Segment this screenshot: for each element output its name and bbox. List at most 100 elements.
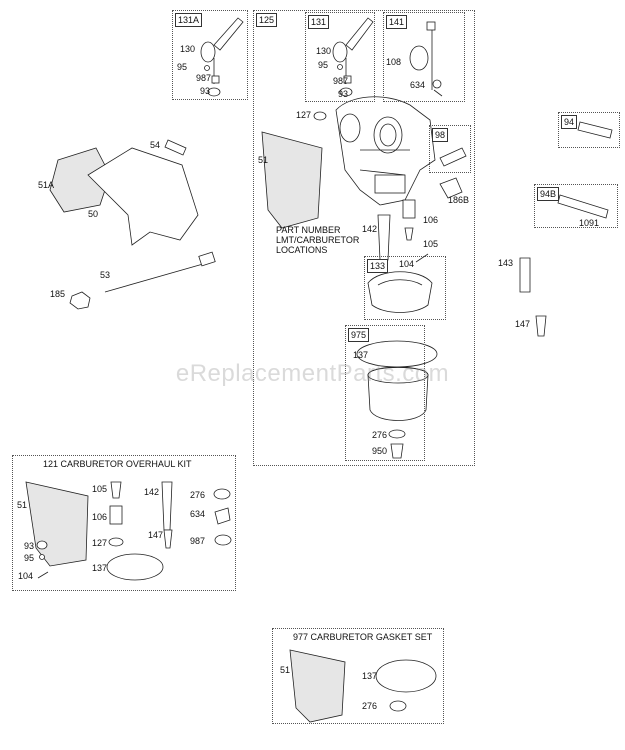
group-tag-975: 975 — [348, 328, 370, 342]
throttle-shaft-131 — [332, 17, 374, 97]
kit-box-overhaul: 121 CARBURETOR OVERHAUL KIT — [12, 455, 236, 591]
screw-98 — [439, 147, 467, 167]
gasket-51a — [49, 147, 111, 213]
group-box-131: 131 — [305, 12, 375, 102]
callout-95: 95 — [318, 60, 329, 70]
watermark: eReplacementParts.com — [175, 360, 450, 387]
kit-valve-634 — [214, 507, 231, 525]
callout-1091: 1091 — [579, 218, 600, 228]
choke-shaft-141 — [409, 21, 443, 97]
part-number-note: PART NUMBER LMT/CARBURETOR LOCATIONS — [276, 225, 359, 255]
kit-title-overhaul: 121 CARBURETOR OVERHAUL KIT — [43, 459, 192, 469]
set-gasket-51 — [289, 649, 346, 723]
kit-callout-147: 147 — [148, 530, 164, 540]
group-tag-131a: 131A — [175, 13, 203, 27]
group-box-94b: 94B — [534, 184, 618, 228]
pin-104 — [415, 253, 429, 263]
group-box-131a: 131A — [172, 10, 248, 100]
stud-53 — [104, 261, 211, 293]
pin-143 — [519, 257, 531, 293]
kit-callout-127: 127 — [92, 538, 108, 548]
nut-185 — [69, 291, 91, 310]
callout-127: 127 — [296, 110, 312, 120]
group-tag-125: 125 — [256, 13, 278, 27]
kit-callout-137: 137 — [92, 563, 108, 573]
callout-143: 143 — [498, 258, 514, 268]
kit-seal-93 — [36, 540, 48, 550]
float-bowl-975 — [356, 340, 438, 459]
kit-washer-276 — [213, 488, 231, 500]
set-bowl-gasket-137 — [375, 659, 437, 693]
kit-nozzle-106 — [109, 505, 123, 525]
kit-callout-104: 104 — [18, 571, 34, 581]
kit-callout-93: 93 — [24, 541, 35, 551]
kit-callout-51: 51 — [17, 500, 28, 510]
kit-seal-987 — [214, 534, 232, 546]
kit-screw-147 — [163, 529, 173, 549]
fitting-186b — [439, 177, 463, 199]
group-box-98: 98 — [429, 125, 471, 173]
kit-callout-95: 95 — [24, 553, 35, 563]
callout-51: 51 — [258, 155, 269, 165]
note-line-2: LMT/CARBURETOR — [276, 235, 360, 245]
callout-53: 53 — [100, 270, 111, 280]
callout-50: 50 — [88, 209, 99, 219]
note-line-3: LOCATIONS — [276, 245, 328, 255]
kit-callout-105: 105 — [92, 484, 108, 494]
float-133 — [367, 271, 433, 313]
group-tag-98: 98 — [432, 128, 449, 142]
callout-186b: 186B — [448, 195, 470, 205]
set-washer-276 — [389, 700, 407, 712]
group-box-125: 125 — [253, 10, 475, 466]
kit-callout-142: 142 — [144, 487, 160, 497]
kit-box-gasket: 977 CARBURETOR GASKET SET — [272, 628, 444, 724]
set-callout-137: 137 — [362, 671, 378, 681]
group-tag-133: 133 — [367, 259, 389, 273]
callout-93: 93 — [338, 89, 349, 99]
callout-987: 987 — [196, 73, 212, 83]
note-line-1: PART NUMBER — [276, 225, 341, 235]
kit-callout-276: 276 — [190, 490, 206, 500]
group-tag-94b: 94B — [537, 187, 560, 201]
callout-130: 130 — [316, 46, 332, 56]
kit-o-ring-127 — [108, 537, 124, 547]
group-box-141: 141 — [383, 12, 465, 102]
group-box-133: 133 — [364, 256, 446, 320]
kit-needle-105 — [110, 481, 122, 499]
nozzle-106 — [402, 199, 416, 219]
screw-94 — [577, 121, 613, 139]
set-callout-51: 51 — [280, 665, 291, 675]
gasket-51 — [261, 131, 323, 229]
group-tag-131: 131 — [308, 15, 330, 29]
kit-title-gasket: 977 CARBURETOR GASKET SET — [293, 632, 433, 642]
set-callout-276: 276 — [362, 701, 378, 711]
callout-137: 137 — [353, 350, 369, 360]
callout-276: 276 — [372, 430, 388, 440]
group-box-975: 975 — [345, 325, 425, 461]
group-box-94: 94 — [558, 112, 620, 148]
screw-147 — [535, 315, 547, 337]
o-ring-127 — [313, 111, 327, 121]
callout-950: 950 — [372, 446, 388, 456]
bolt-54 — [164, 139, 187, 156]
callout-130: 130 — [180, 44, 196, 54]
callout-104: 104 — [399, 259, 415, 269]
callout-95: 95 — [177, 62, 188, 72]
needle-105 — [404, 227, 414, 241]
kit-bowl-gasket-137 — [106, 553, 164, 581]
callout-54: 54 — [150, 140, 161, 150]
callout-51a: 51A — [38, 180, 55, 190]
group-tag-141: 141 — [386, 15, 408, 29]
callout-93: 93 — [200, 86, 211, 96]
callout-142: 142 — [362, 224, 378, 234]
callout-106: 106 — [423, 215, 439, 225]
kit-callout-106: 106 — [92, 512, 108, 522]
callout-105: 105 — [423, 239, 439, 249]
callout-634: 634 — [410, 80, 426, 90]
kit-screw-95 — [39, 554, 45, 560]
kit-pin-104 — [37, 571, 49, 579]
throttle-shaft-131a — [200, 17, 244, 97]
intake-elbow-50 — [87, 147, 199, 246]
